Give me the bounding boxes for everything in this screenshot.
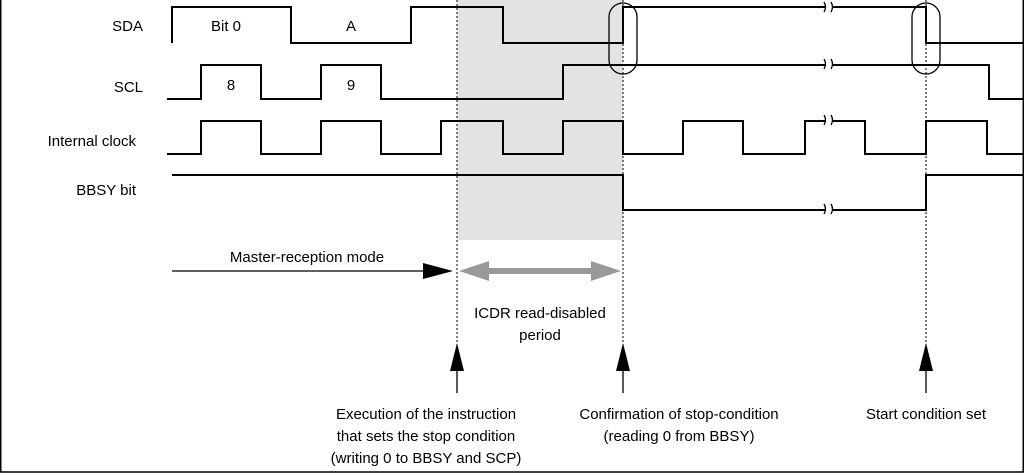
- start-set-arrow-icon: [919, 343, 933, 393]
- stop-confirmation-line2: (reading 0 from BBSY): [604, 428, 755, 445]
- read-disabled-period-arrow: ICDR read-disabled period: [459, 261, 621, 344]
- sda-label-bit0: Bit 0: [211, 18, 241, 35]
- event-labels: Execution of the instruction that sets t…: [331, 406, 987, 467]
- break-marks: [823, 1, 834, 217]
- scl-waveform: [167, 64, 1024, 100]
- sda-break-icon: [823, 1, 834, 15]
- stop-confirmation-arrow-icon: [616, 343, 630, 393]
- stop-condition-oval: [608, 2, 638, 75]
- scl-label-9: 9: [347, 77, 355, 94]
- stop-confirmation-line1: Confirmation of stop-condition: [579, 406, 778, 423]
- read-disabled-label-line2: period: [519, 327, 561, 344]
- label-internal-clock: Internal clock: [48, 133, 137, 150]
- master-reception-mode-arrow: Master-reception mode: [172, 249, 453, 279]
- sda-waveform: [171, 6, 1024, 44]
- waveforms: [167, 6, 1024, 211]
- internal-clock-waveform: [167, 120, 1024, 155]
- scl-break-icon: [823, 58, 834, 72]
- master-reception-mode-label: Master-reception mode: [230, 249, 384, 266]
- stop-instruction-line3: (writing 0 to BBSY and SCP): [331, 450, 522, 467]
- bbsy-break-icon: [823, 203, 834, 217]
- internal-clock-break-icon: [823, 114, 834, 128]
- label-scl: SCL: [114, 79, 143, 96]
- start-set-line1: Start condition set: [866, 406, 987, 423]
- bbsy-bit-waveform: [172, 174, 1024, 211]
- signal-labels: SDA SCL Internal clock BBSY bit: [48, 18, 143, 199]
- transition-highlights: [608, 2, 941, 75]
- label-sda: SDA: [112, 18, 143, 35]
- stop-instruction-line1: Execution of the instruction: [336, 406, 516, 423]
- label-bbsy-bit: BBSY bit: [76, 182, 137, 199]
- stop-instruction-arrow-icon: [450, 343, 464, 393]
- start-condition-oval: [911, 2, 941, 75]
- scl-label-8: 8: [227, 77, 235, 94]
- waveform-labels: Bit 0 A 8 9: [211, 18, 356, 94]
- read-disabled-label-line1: ICDR read-disabled: [474, 305, 606, 322]
- stop-instruction-line2: that sets the stop condition: [337, 428, 515, 445]
- event-arrows: [450, 343, 933, 393]
- sda-label-a: A: [346, 18, 356, 35]
